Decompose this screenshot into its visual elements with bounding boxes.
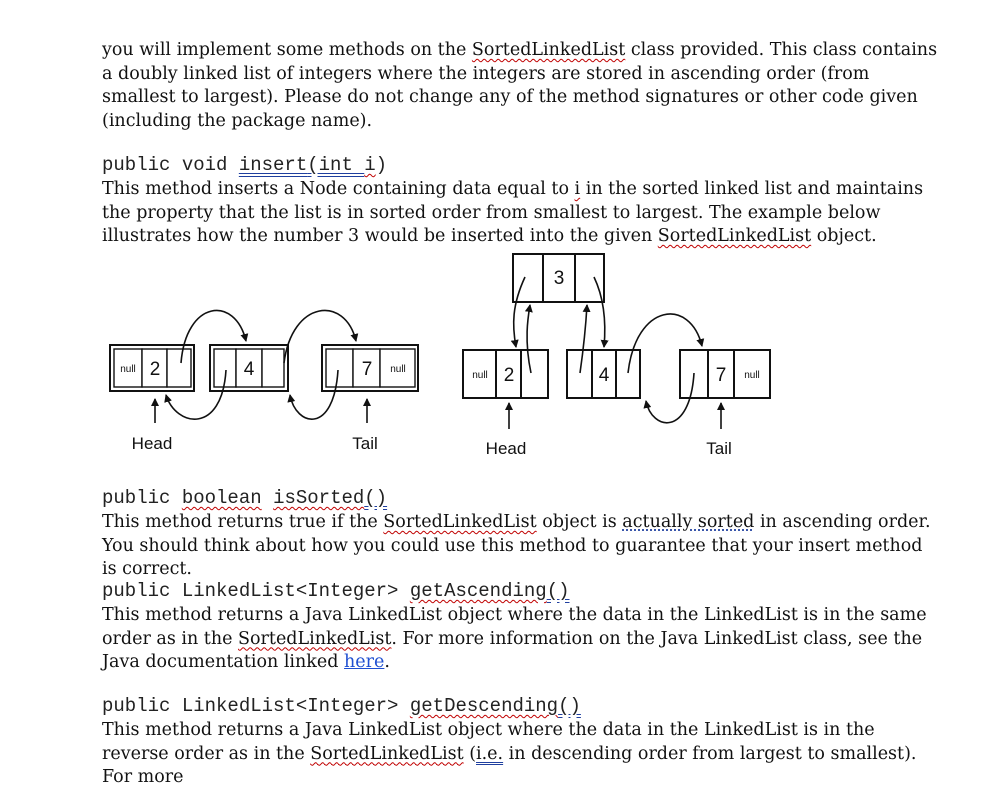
after-next-arrow-4-7	[627, 313, 705, 374]
is-sorted-desc-phrase: actually sorted	[622, 512, 755, 532]
after-null-right: null	[744, 370, 760, 381]
get-descending-desc-2: (	[463, 743, 477, 764]
after-node-7	[679, 349, 771, 399]
get-ascending-desc-2: . For more information on the Java Linke…	[102, 628, 923, 673]
after-value-3: 3	[554, 268, 565, 289]
after-prev-arrow-3-2	[510, 276, 526, 348]
get-ascending-sig-name: getAscending	[409, 580, 547, 602]
get-descending-desc-1: This method returns a Java LinkedList ob…	[102, 720, 875, 764]
after-node-3	[512, 253, 605, 303]
after-next-arrow-2-3	[524, 304, 533, 374]
before-next-arrow-4-7	[283, 309, 359, 364]
java-docs-link[interactable]: here	[344, 652, 385, 672]
is-sorted-desc-2: object is	[536, 512, 623, 532]
insert-sig-name: insert	[238, 154, 308, 176]
is-sorted-signature: public boolean isSorted()	[102, 487, 387, 509]
document-page: you will implement some methods on the S…	[102, 39, 942, 787]
get-ascending-sig-parens: ()	[546, 580, 570, 602]
is-sorted-desc-1: This method returns true if the	[102, 512, 384, 532]
after-tail-label: Tail	[706, 439, 732, 458]
insert-description: This method inserts a Node containing da…	[102, 178, 942, 249]
linked-list-diagram: null 2 4 7 null Head Tail	[109, 253, 771, 458]
insert-desc-class: SortedLinkedList	[657, 226, 812, 246]
before-value-7: 7	[362, 359, 373, 380]
before-tail-label: Tail	[352, 434, 378, 453]
get-ascending-desc-1: This method returns a Java LinkedList ob…	[102, 605, 927, 649]
before-value-4: 4	[244, 359, 255, 380]
after-value-7: 7	[716, 365, 727, 386]
is-sorted-desc-class: SortedLinkedList	[383, 512, 537, 532]
get-ascending-desc-3: .	[384, 652, 390, 672]
insert-sig-close: )	[375, 154, 388, 176]
get-descending-desc-class: SortedLinkedList	[310, 743, 464, 764]
insert-sig-param: i	[364, 154, 376, 176]
before-prev-arrow-7-4	[287, 369, 339, 420]
get-ascending-description: This method returns a Java LinkedList ob…	[102, 604, 942, 675]
get-descending-desc-ie: i.e.	[476, 743, 504, 764]
is-sorted-sig-parens: ()	[364, 487, 388, 509]
after-prev-arrow-7-4	[643, 372, 695, 424]
get-descending-sig-parens: ()	[558, 695, 581, 717]
get-descending-sig-name: getDescending	[409, 695, 559, 717]
after-value-2: 2	[504, 365, 515, 386]
before-node-4	[209, 344, 289, 392]
after-null-left: null	[472, 370, 488, 381]
after-next-arrow-3-4	[593, 276, 609, 348]
after-node-4	[566, 349, 641, 399]
intro-class-name: SortedLinkedList	[471, 40, 626, 60]
before-prev-arrow-4-2	[164, 369, 227, 420]
is-sorted-sig-type: boolean	[181, 487, 262, 509]
before-value-2: 2	[150, 359, 161, 380]
before-node-2	[109, 344, 195, 392]
after-node-2	[462, 349, 549, 399]
is-sorted-sig-prefix: public	[102, 487, 182, 509]
get-ascending-desc-class: SortedLinkedList	[238, 628, 392, 649]
insert-sig-open: (int	[307, 154, 365, 176]
is-sorted-sig-space	[262, 487, 273, 509]
before-list	[109, 309, 419, 423]
after-head-label: Head	[486, 439, 527, 458]
after-prev-arrow-4-3	[579, 304, 591, 374]
get-descending-sig-prefix: public LinkedList<Integer>	[102, 695, 410, 717]
get-descending-description: This method returns a Java LinkedList ob…	[102, 719, 942, 790]
intro-text-2: class provided. This class contains a do…	[102, 40, 938, 131]
before-null-right: null	[390, 364, 406, 375]
insert-desc-param: i	[574, 179, 581, 199]
insert-sig-prefix: public void	[102, 154, 239, 176]
before-node-7	[321, 344, 419, 392]
insert-desc-2: in the sorted linked list and maintains …	[102, 179, 924, 246]
is-sorted-desc-3: in ascending order. You should think abo…	[102, 512, 931, 579]
intro-text-1: you will implement some methods on the	[102, 40, 472, 60]
after-list	[462, 253, 771, 429]
insert-desc-3: object.	[811, 226, 877, 246]
before-head-label: Head	[132, 434, 173, 453]
is-sorted-description: This method returns true if the SortedLi…	[102, 511, 942, 582]
insert-signature: public void insert(int i)	[102, 154, 387, 176]
after-value-4: 4	[599, 365, 610, 386]
get-ascending-signature: public LinkedList<Integer> getAscending(…	[102, 580, 570, 602]
before-next-arrow-2-4	[180, 309, 249, 364]
before-null-left: null	[120, 364, 136, 375]
intro-paragraph: you will implement some methods on the S…	[102, 39, 942, 133]
get-ascending-sig-prefix: public LinkedList<Integer>	[102, 580, 410, 602]
get-descending-signature: public LinkedList<Integer> getDescending…	[102, 695, 581, 717]
is-sorted-sig-name: isSorted	[273, 487, 365, 509]
insert-desc-1: This method inserts a Node containing da…	[102, 179, 575, 199]
